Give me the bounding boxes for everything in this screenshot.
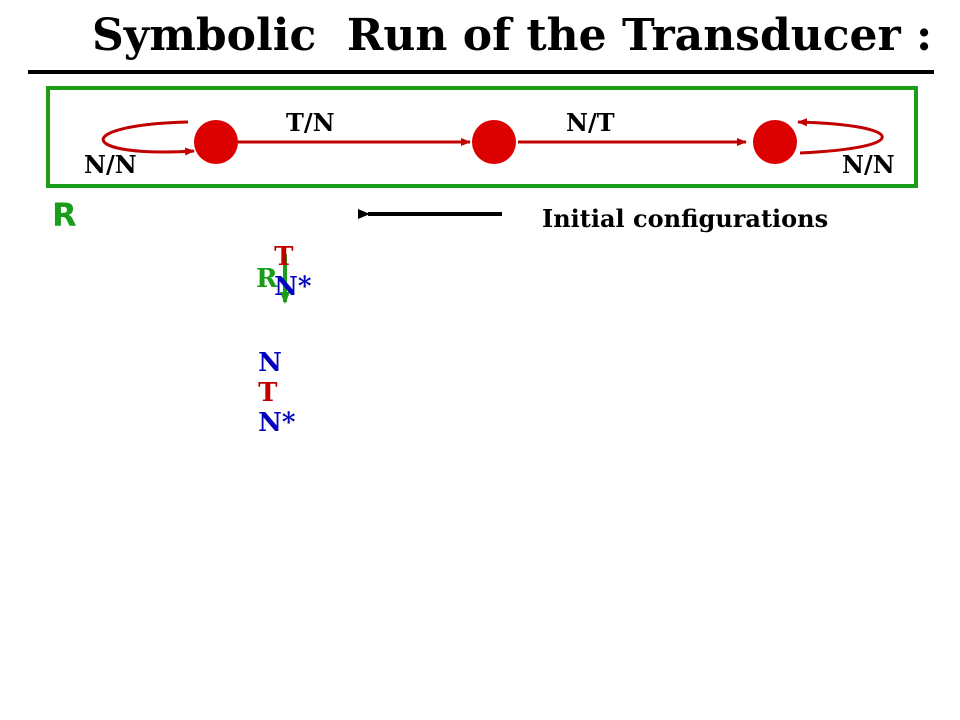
edge-1-label: T/N	[286, 108, 335, 137]
config-2-terminal: T	[258, 378, 278, 408]
config-1: T N*	[256, 212, 311, 302]
state-3	[753, 120, 797, 164]
config-1-nonterminals: N*	[274, 272, 312, 302]
edge-2-label: N/T	[566, 108, 615, 137]
config-2: N T N*	[240, 318, 295, 438]
run-step-label: R	[256, 264, 278, 294]
loop-left-label: N/N	[84, 150, 137, 179]
loop-left-arrow	[101, 120, 195, 156]
loop-right-label: N/N	[842, 150, 895, 179]
initial-configurations-label: Initial configurations	[542, 204, 829, 233]
config-2-nonterminal: N	[258, 348, 282, 378]
transducer-box	[46, 86, 918, 188]
config-1-terminal: T	[274, 242, 294, 272]
slide-title: Symbolic Run of the Transducer :	[92, 10, 933, 61]
state-1	[194, 120, 238, 164]
state-2	[472, 120, 516, 164]
transducer-name: R	[52, 196, 77, 234]
title-underline	[28, 70, 934, 74]
config-2-nonterminals: N*	[258, 408, 296, 438]
loop-right-arrow	[797, 118, 884, 155]
